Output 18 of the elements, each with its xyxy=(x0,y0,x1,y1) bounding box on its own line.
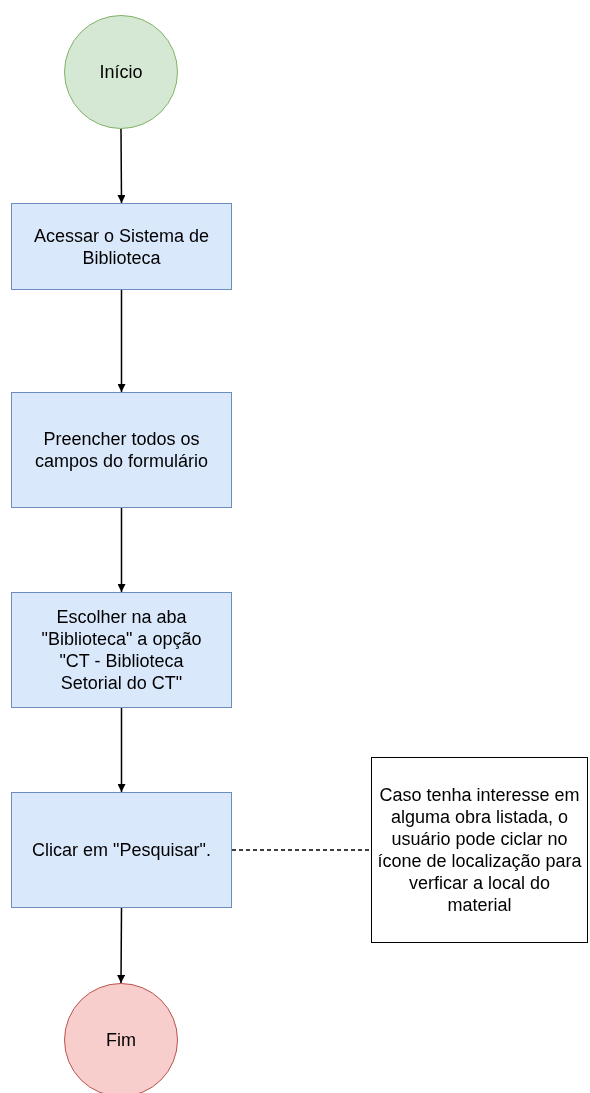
node-label: Caso tenha interesse em alguma obra listada, o usuário pode ciclar no ícone de localização para verficar a local do material xyxy=(376,784,583,916)
node-label: Fim xyxy=(105,1029,137,1051)
note-box xyxy=(371,757,588,943)
arrow xyxy=(117,907,126,984)
node-label: Início xyxy=(98,61,144,83)
arrow xyxy=(117,507,126,593)
process-box xyxy=(11,392,232,508)
process-box xyxy=(11,592,232,708)
node-label: Preencher todos os campos do formulário xyxy=(33,428,210,472)
arrow xyxy=(117,289,126,393)
node-label: Acessar o Sistema de Biblioteca xyxy=(32,224,211,269)
dashed-connector xyxy=(231,849,372,851)
process-box xyxy=(11,203,232,290)
process-box xyxy=(11,792,232,908)
node-label: Escolher na aba "Biblioteca" a opção "CT - Biblioteca Setorial do CT" xyxy=(40,606,203,694)
node-label: Clicar em "Pesquisar". xyxy=(31,839,212,861)
arrow xyxy=(117,128,126,204)
arrow xyxy=(117,707,126,793)
